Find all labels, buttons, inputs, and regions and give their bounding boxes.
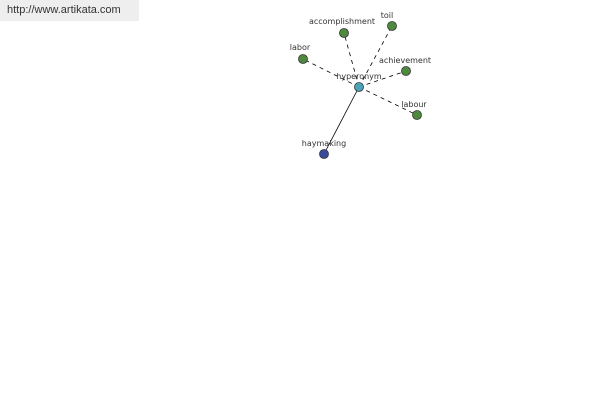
graph-edges (302, 25, 418, 155)
edge-hyperonym-achievement (358, 70, 407, 88)
graph-nodes: accomplishment toil labor achievement labour… (290, 11, 431, 159)
edge-hyperonym-haymaking (323, 86, 360, 155)
word-labour-node[interactable] (412, 110, 422, 120)
edge-hyperonym-labor (302, 58, 360, 88)
hyperonym-node[interactable] (354, 82, 364, 92)
word-haymaking-label[interactable]: haymaking (302, 139, 346, 148)
word-haymaking-node[interactable] (319, 149, 329, 159)
word-labor-node[interactable] (298, 54, 308, 64)
word-achievement-node[interactable] (401, 66, 411, 76)
word-accomplishment-node[interactable] (339, 28, 349, 38)
word-achievement-label[interactable]: achievement (379, 56, 431, 65)
edge-hyperonym-accomplishment (343, 32, 360, 88)
word-toil-node[interactable] (387, 21, 397, 31)
site-url-watermark[interactable]: http://www.artikata.com (0, 0, 139, 21)
word-labour-label[interactable]: labour (401, 100, 427, 109)
word-toil-label[interactable]: toil (381, 11, 393, 20)
edge-hyperonym-labour (358, 86, 418, 116)
edge-hyperonym-toil (358, 25, 393, 88)
hyperonym-label[interactable]: hyperonym (336, 72, 382, 81)
word-accomplishment-label[interactable]: accomplishment (309, 17, 375, 26)
word-labor-label[interactable]: labor (290, 43, 311, 52)
